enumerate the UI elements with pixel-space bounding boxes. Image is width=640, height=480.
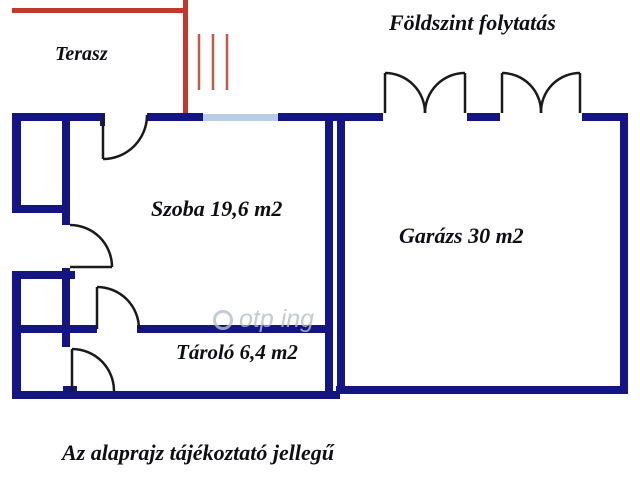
room-label-terasz: Terasz [55, 43, 108, 65]
interior-doors [69, 114, 149, 392]
watermark: otp ing [213, 305, 314, 334]
door-arc-entry [101, 114, 149, 161]
watermark-text: otp ing [239, 305, 315, 333]
watermark-logo-icon [213, 309, 233, 330]
terrace-hatch-marks [197, 34, 229, 90]
door-arc-room-c [70, 347, 116, 392]
terrace-outline [12, 0, 188, 115]
door-arc-tarolo [95, 285, 141, 330]
room-label-tarolo: Tároló 6,4 m2 [176, 340, 298, 364]
room-label-garazs: Garázs 30 m2 [399, 223, 524, 248]
garage-door-left [383, 71, 467, 114]
walls [12, 113, 628, 399]
disclaimer-text: Az alaprajz tájékoztató jellegű [62, 440, 334, 465]
door-arc-room-a [69, 223, 114, 269]
garage-door-right [500, 71, 582, 114]
window-marker [203, 114, 278, 121]
garage-doors [383, 71, 582, 114]
room-label-szoba: Szoba 19,6 m2 [151, 196, 283, 221]
label-foldszint: Földszint folytatás [389, 10, 556, 35]
